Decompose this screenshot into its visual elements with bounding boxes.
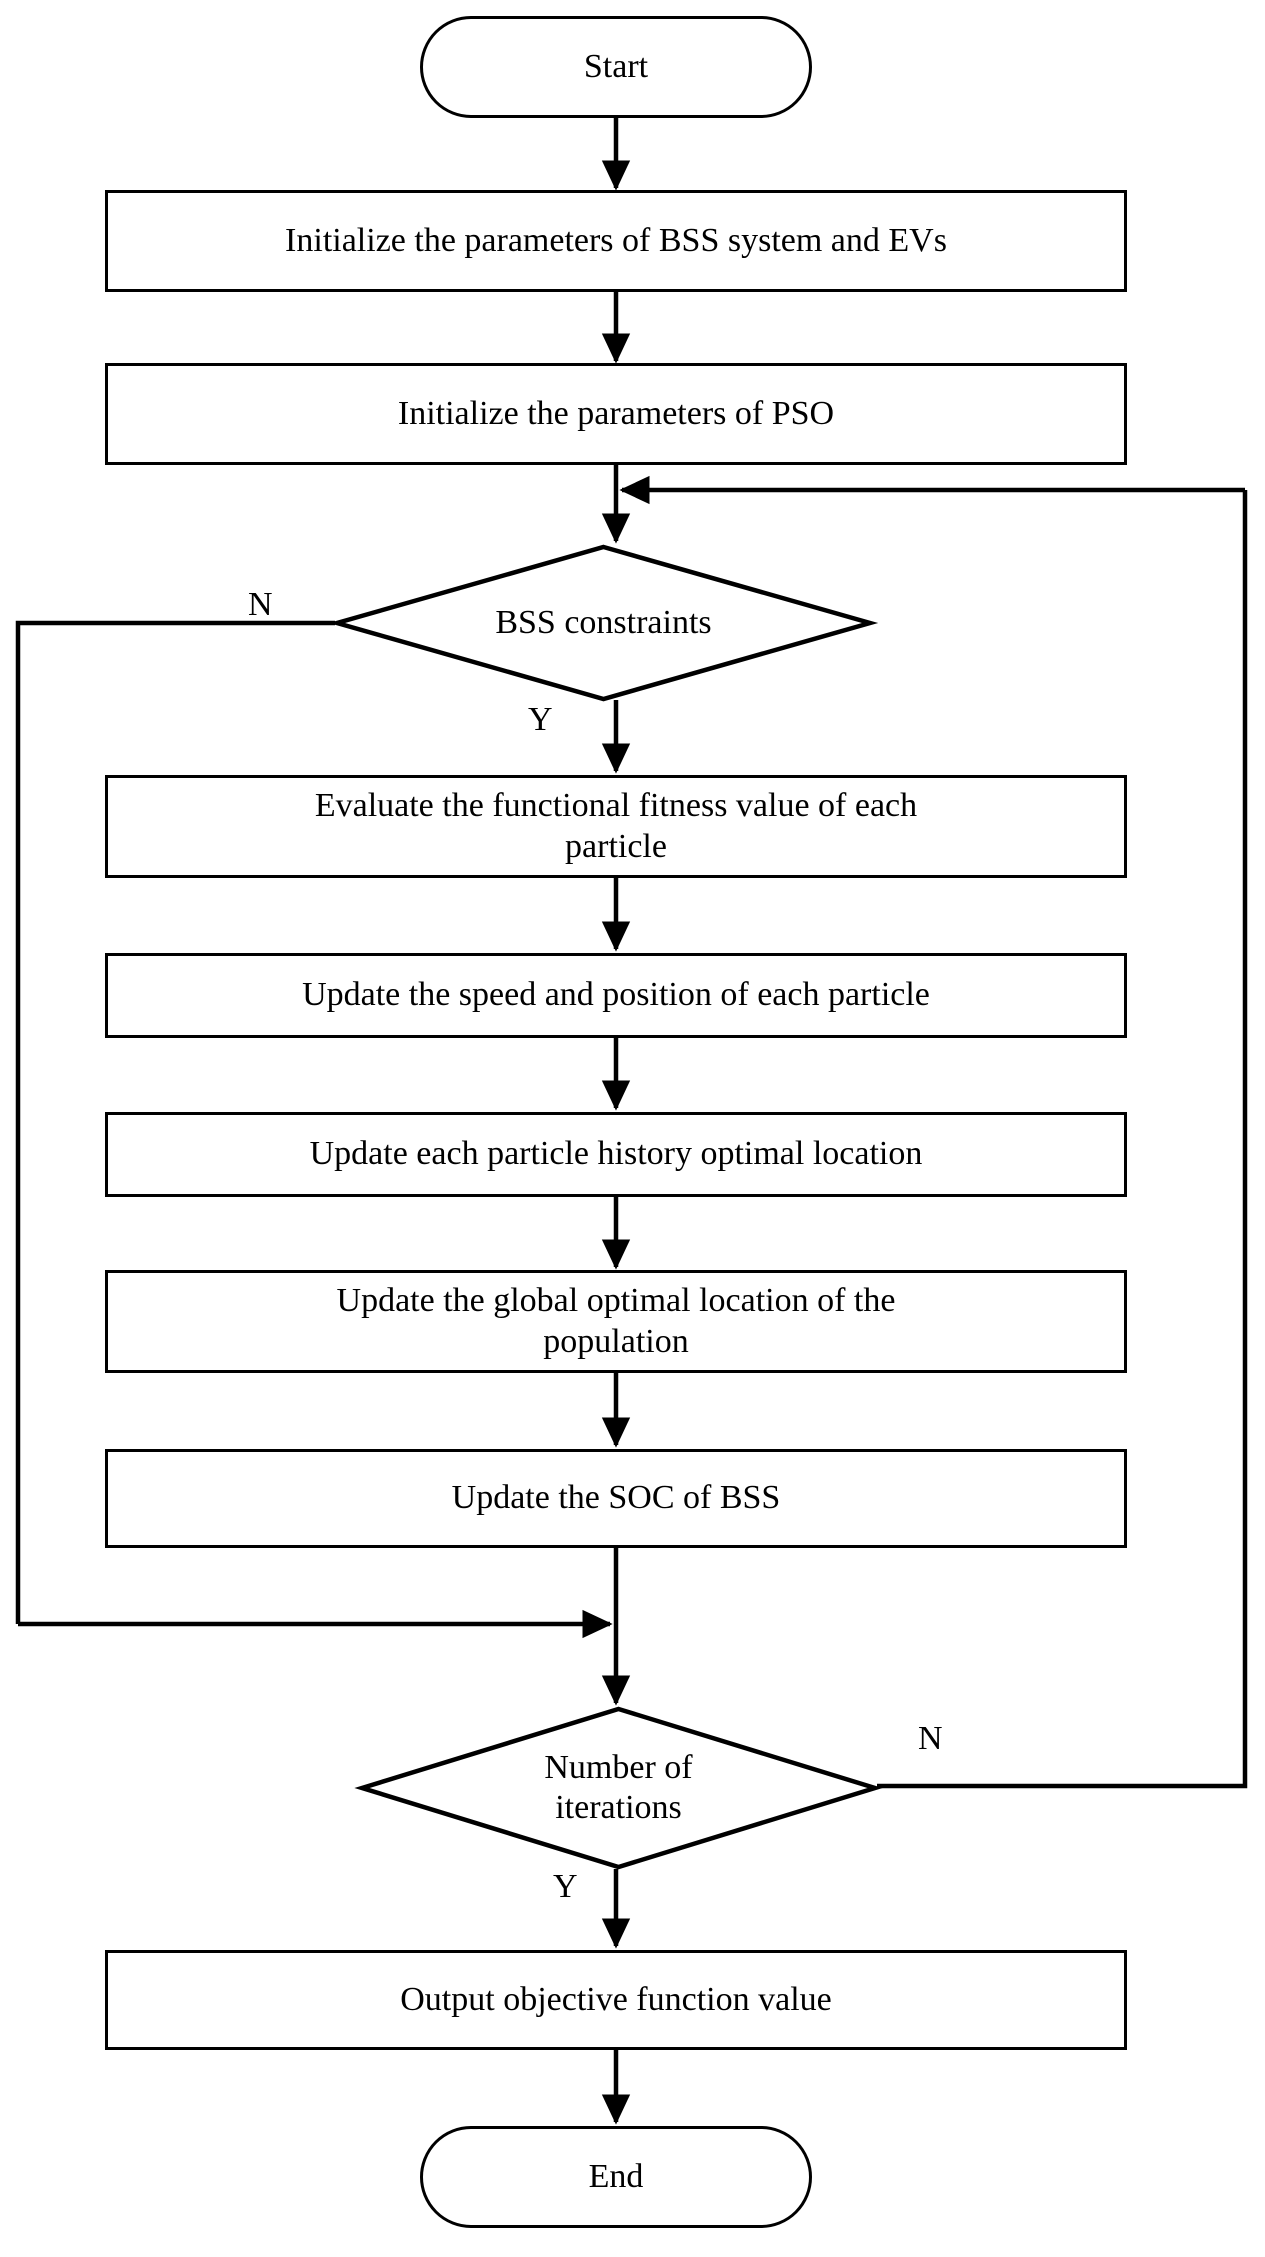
node-update-global-best-label: Update the global optimal location of th… (336, 1282, 896, 1360)
node-initialize-bss-parameters[interactable]: Initialize the parameters of BSS system … (105, 190, 1127, 292)
node-initialize-bss-parameters-label: Initialize the parameters of BSS system … (285, 221, 947, 259)
node-output-objective-value[interactable]: Output objective function value (105, 1950, 1127, 2050)
node-update-soc-label: Update the SOC of BSS (451, 1479, 781, 1517)
node-evaluate-fitness-label: Evaluate the functional fitness value of… (314, 787, 918, 865)
node-end-label: End (588, 2158, 644, 2196)
node-bss-constraints-decision-label: BSS constraints (495, 603, 712, 641)
node-output-objective-value-label: Output objective function value (400, 1980, 832, 2018)
node-update-particle-best[interactable]: Update each particle history optimal loc… (105, 1112, 1127, 1197)
node-start-label: Start (583, 48, 649, 86)
node-bss-constraints-decision[interactable]: BSS constraints (328, 544, 879, 702)
node-iterations-decision-label: Number of iterations (544, 1748, 693, 1826)
node-iterations-decision[interactable]: Number of iterations (354, 1706, 883, 1870)
node-evaluate-fitness[interactable]: Evaluate the functional fitness value of… (105, 775, 1127, 878)
node-update-speed-position-label: Update the speed and position of each pa… (302, 976, 930, 1014)
node-update-speed-position[interactable]: Update the speed and position of each pa… (105, 953, 1127, 1038)
edge-label-bss-constraints-no: N (248, 586, 273, 623)
edge-label-iterations-no: N (918, 1720, 943, 1757)
node-update-global-best[interactable]: Update the global optimal location of th… (105, 1270, 1127, 1373)
node-end[interactable]: End (420, 2126, 812, 2228)
edge-label-iterations-yes: Y (553, 1868, 578, 1905)
node-start[interactable]: Start (420, 16, 812, 118)
node-update-soc[interactable]: Update the SOC of BSS (105, 1449, 1127, 1548)
node-update-particle-best-label: Update each particle history optimal loc… (309, 1135, 923, 1173)
edge-label-bss-constraints-yes: Y (528, 701, 553, 738)
node-initialize-pso-parameters-label: Initialize the parameters of PSO (397, 394, 835, 432)
node-initialize-pso-parameters[interactable]: Initialize the parameters of PSO (105, 363, 1127, 465)
